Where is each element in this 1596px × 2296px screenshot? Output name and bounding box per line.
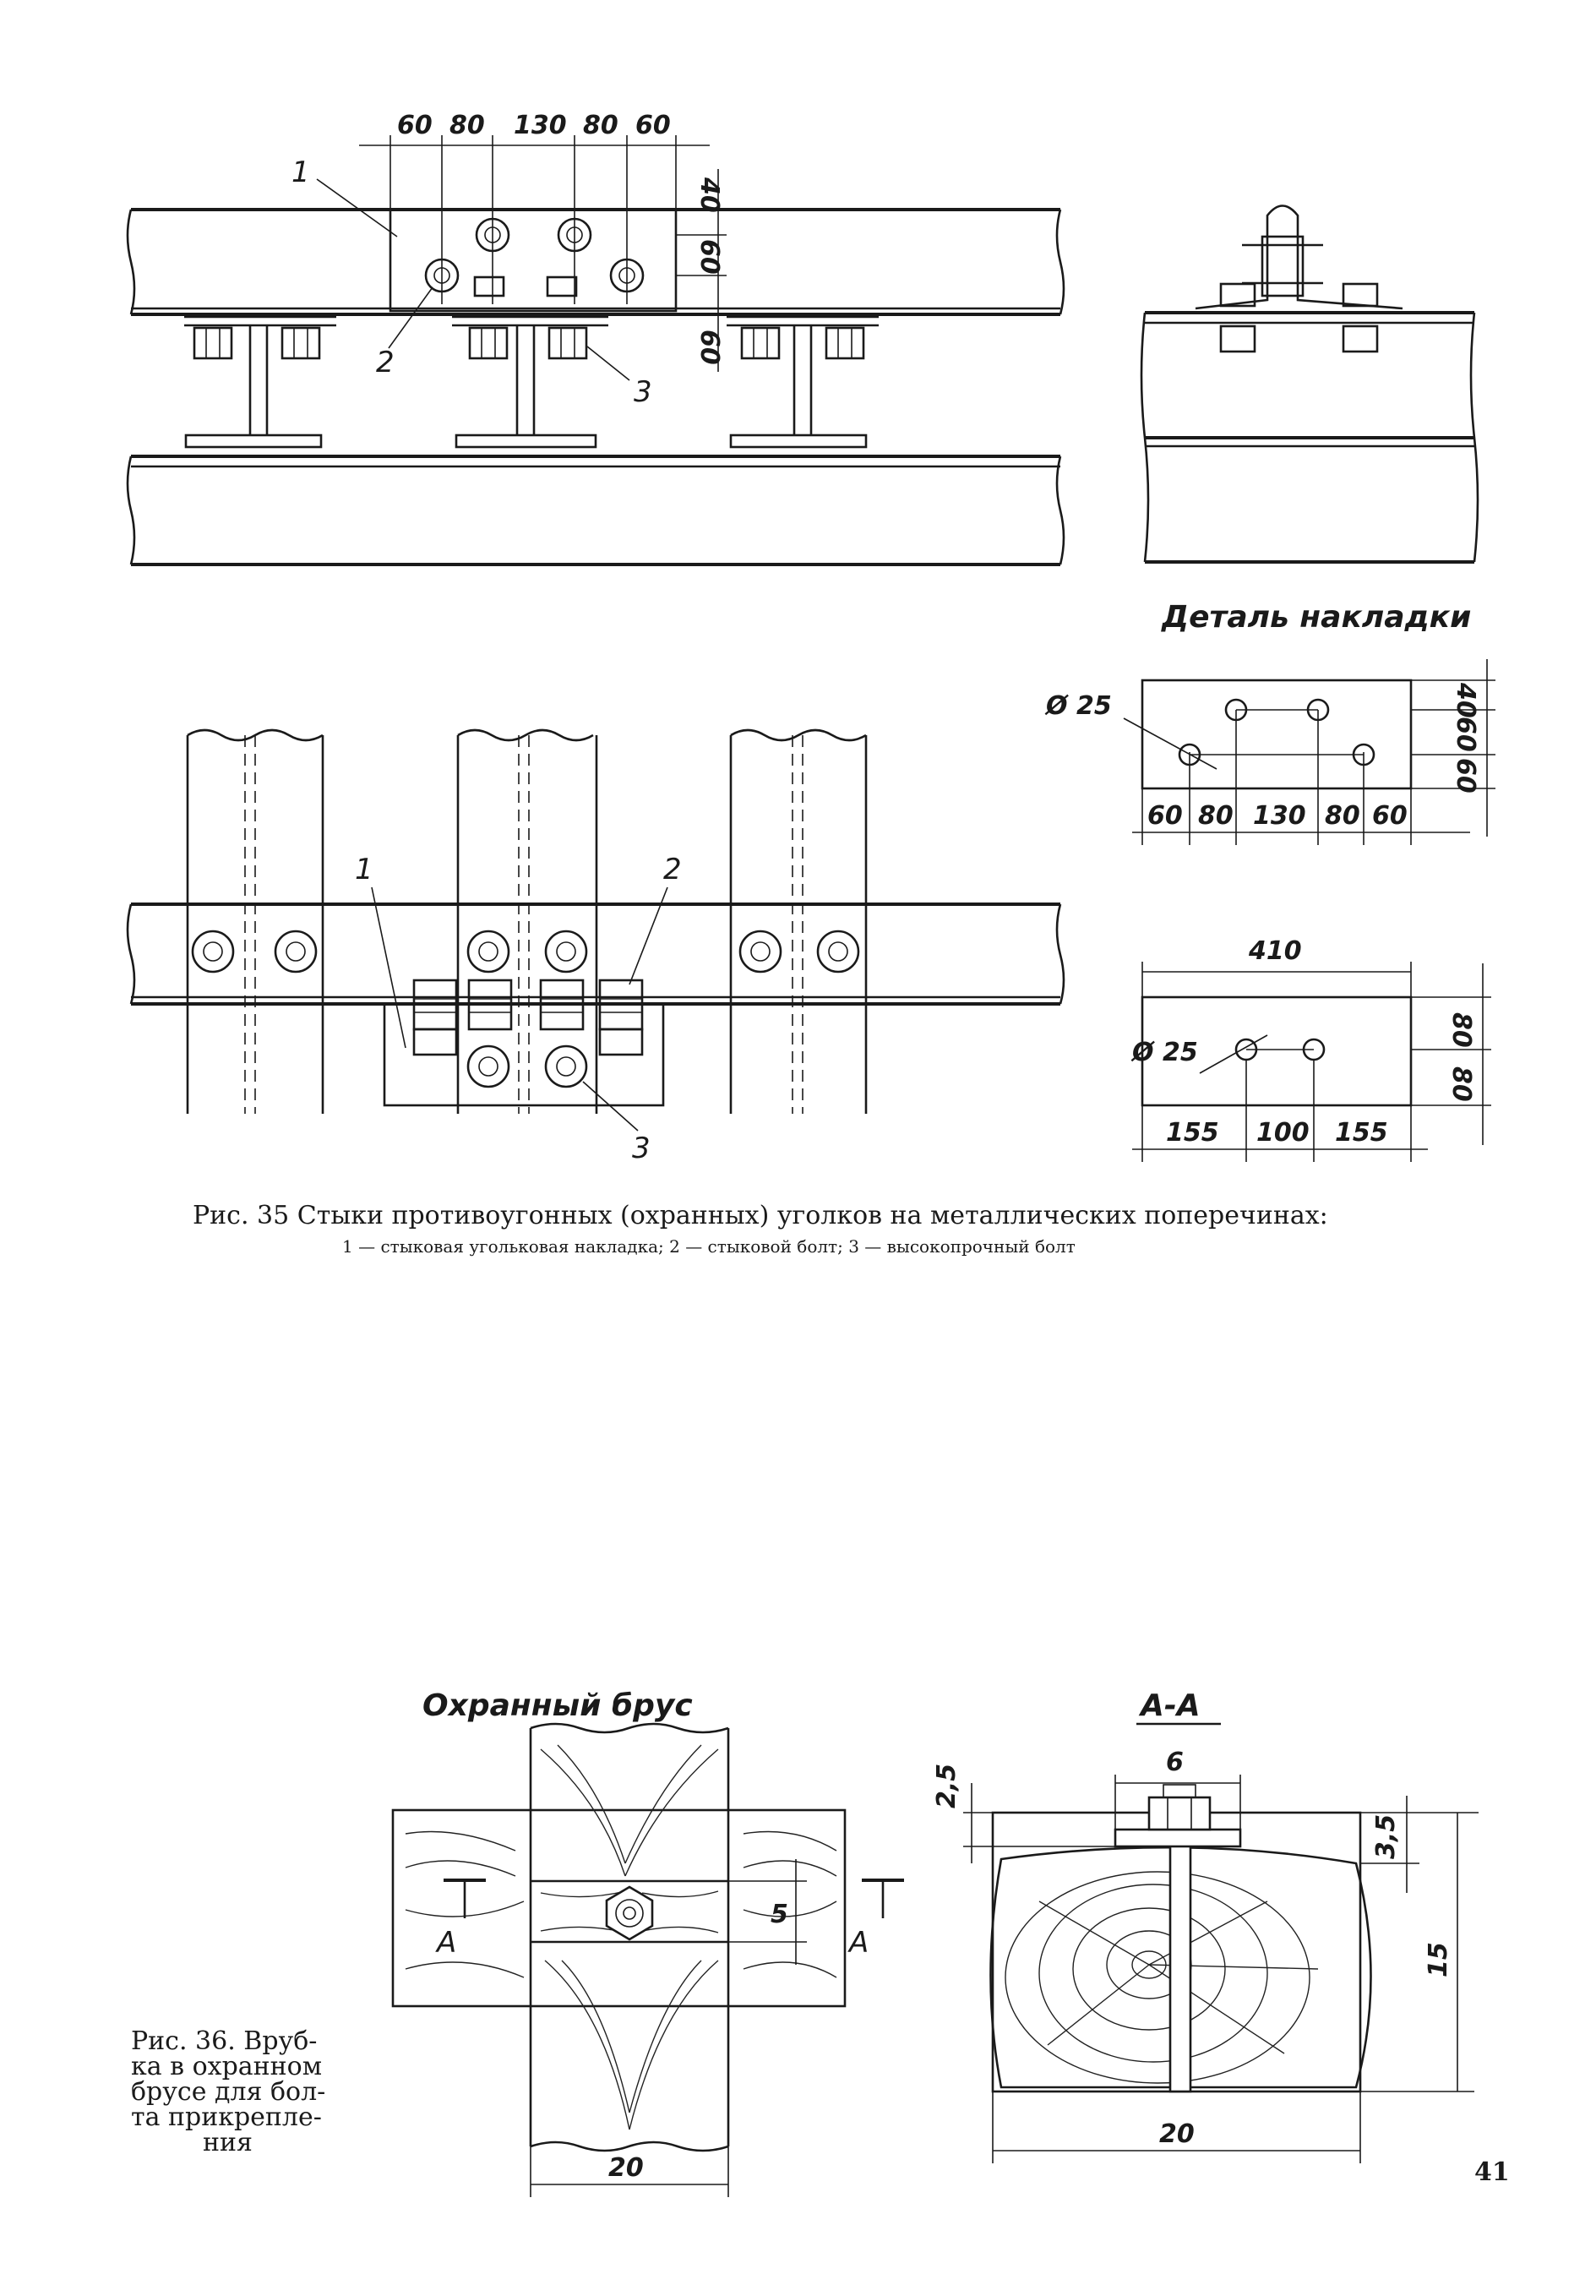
fig36-caption: Рис. 36. Вруб- ка в охранном брусе для б… bbox=[131, 2026, 325, 2157]
detail2-dim-100: 100 bbox=[1256, 1118, 1310, 1148]
page-number: 41 bbox=[1474, 2157, 1510, 2187]
detail2-diameter: Ø 25 bbox=[1130, 1038, 1198, 1067]
callout-2: 2 bbox=[376, 346, 395, 379]
detail1-dim-60a: 60 bbox=[1147, 801, 1183, 831]
plan-callout-2: 2 bbox=[663, 853, 682, 886]
detail1-dim-v-40: 40 bbox=[1451, 682, 1480, 718]
plan-bolt-heads bbox=[412, 979, 644, 1056]
fig36-dim-3-5: 3,5 bbox=[1371, 1814, 1401, 1859]
plan-callout-1: 1 bbox=[355, 853, 373, 886]
fig36-plan: Охранный брус А bbox=[391, 1688, 904, 2197]
detail-title: Деталь накладки bbox=[1161, 600, 1471, 635]
fig36-caption-line1: Рис. 36. Вруб- bbox=[131, 2026, 317, 2056]
detail2-dim-155a: 155 bbox=[1166, 1118, 1219, 1148]
dim-top-80a: 80 bbox=[449, 111, 485, 140]
cross-ties bbox=[184, 275, 879, 449]
fig35-caption-line1: Рис. 35 Стыки противоугонных (охранных) … bbox=[193, 1201, 1328, 1230]
fig36-dim-15: 15 bbox=[1424, 1942, 1453, 1977]
detail1-dim-v-60b: 60 bbox=[1451, 758, 1480, 794]
detail2-dim-v-80a: 80 bbox=[1446, 1012, 1476, 1048]
dim-v-60b: 60 bbox=[695, 330, 724, 365]
fig35-elevation: 60 80 130 80 60 40 60 60 1 2 3 bbox=[126, 111, 1065, 566]
dim-top-60a: 60 bbox=[397, 111, 433, 140]
detail1-dim-80b: 80 bbox=[1325, 801, 1360, 831]
dim-top-60b: 60 bbox=[635, 111, 671, 140]
plate-bolt-holes bbox=[424, 217, 645, 293]
fig36-title-left: Охранный брус bbox=[422, 1688, 693, 1723]
dim-v-60a: 60 bbox=[695, 239, 724, 275]
fig36-caption-line2: ка в охранном bbox=[131, 2052, 322, 2081]
fig36-dim-2-5: 2,5 bbox=[932, 1764, 961, 1808]
fig36-dim-20-left: 20 bbox=[608, 2153, 644, 2183]
callout-3: 3 bbox=[634, 375, 652, 409]
section-mark-right: А bbox=[847, 1926, 869, 1960]
fig36-caption-line3: брусе для бол- bbox=[131, 2077, 325, 2107]
detail-plate-1: Ø 25 60 80 130 80 60 40 60 60 bbox=[1044, 659, 1495, 845]
detail1-dim-80a: 80 bbox=[1198, 801, 1234, 831]
fig36-section: А-А 6 2,5 bbox=[932, 1688, 1479, 2163]
fig36-caption-line4: та прикрепле- bbox=[131, 2102, 322, 2132]
detail2-length: 410 bbox=[1248, 936, 1302, 966]
fig36-dim-20-right: 20 bbox=[1159, 2119, 1195, 2149]
plan-bolt-holes bbox=[191, 930, 860, 1088]
dim-v-40: 40 bbox=[695, 177, 724, 213]
detail2-dim-v-80b: 80 bbox=[1446, 1066, 1476, 1102]
fig36-title-right: А-А bbox=[1138, 1688, 1201, 1723]
plan-callout-3: 3 bbox=[632, 1132, 651, 1165]
fig35-caption-line2: 1 — стыковая угольковая накладка; 2 — ст… bbox=[342, 1236, 1076, 1257]
callout-1: 1 bbox=[291, 155, 310, 189]
dim-top-130: 130 bbox=[514, 111, 567, 140]
fig36-dim-6: 6 bbox=[1166, 1748, 1184, 1777]
detail1-dim-130: 130 bbox=[1253, 801, 1306, 831]
fig35-end-view bbox=[1140, 205, 1479, 564]
fig36-dim-5: 5 bbox=[771, 1900, 788, 1929]
fig36-caption-line5: ния bbox=[203, 2128, 253, 2157]
detail1-dim-v-60a: 60 bbox=[1451, 717, 1480, 752]
detail1-dim-60b: 60 bbox=[1372, 801, 1408, 831]
fig35-plan-view: 1 2 3 bbox=[126, 728, 1065, 1165]
detail1-diameter: Ø 25 bbox=[1044, 691, 1112, 721]
detail-plate-2: 410 Ø 25 155 100 155 80 80 bbox=[1130, 936, 1491, 1162]
section-mark-left: А bbox=[435, 1926, 456, 1960]
detail2-dim-155b: 155 bbox=[1335, 1118, 1388, 1148]
dim-top-80b: 80 bbox=[583, 111, 618, 140]
